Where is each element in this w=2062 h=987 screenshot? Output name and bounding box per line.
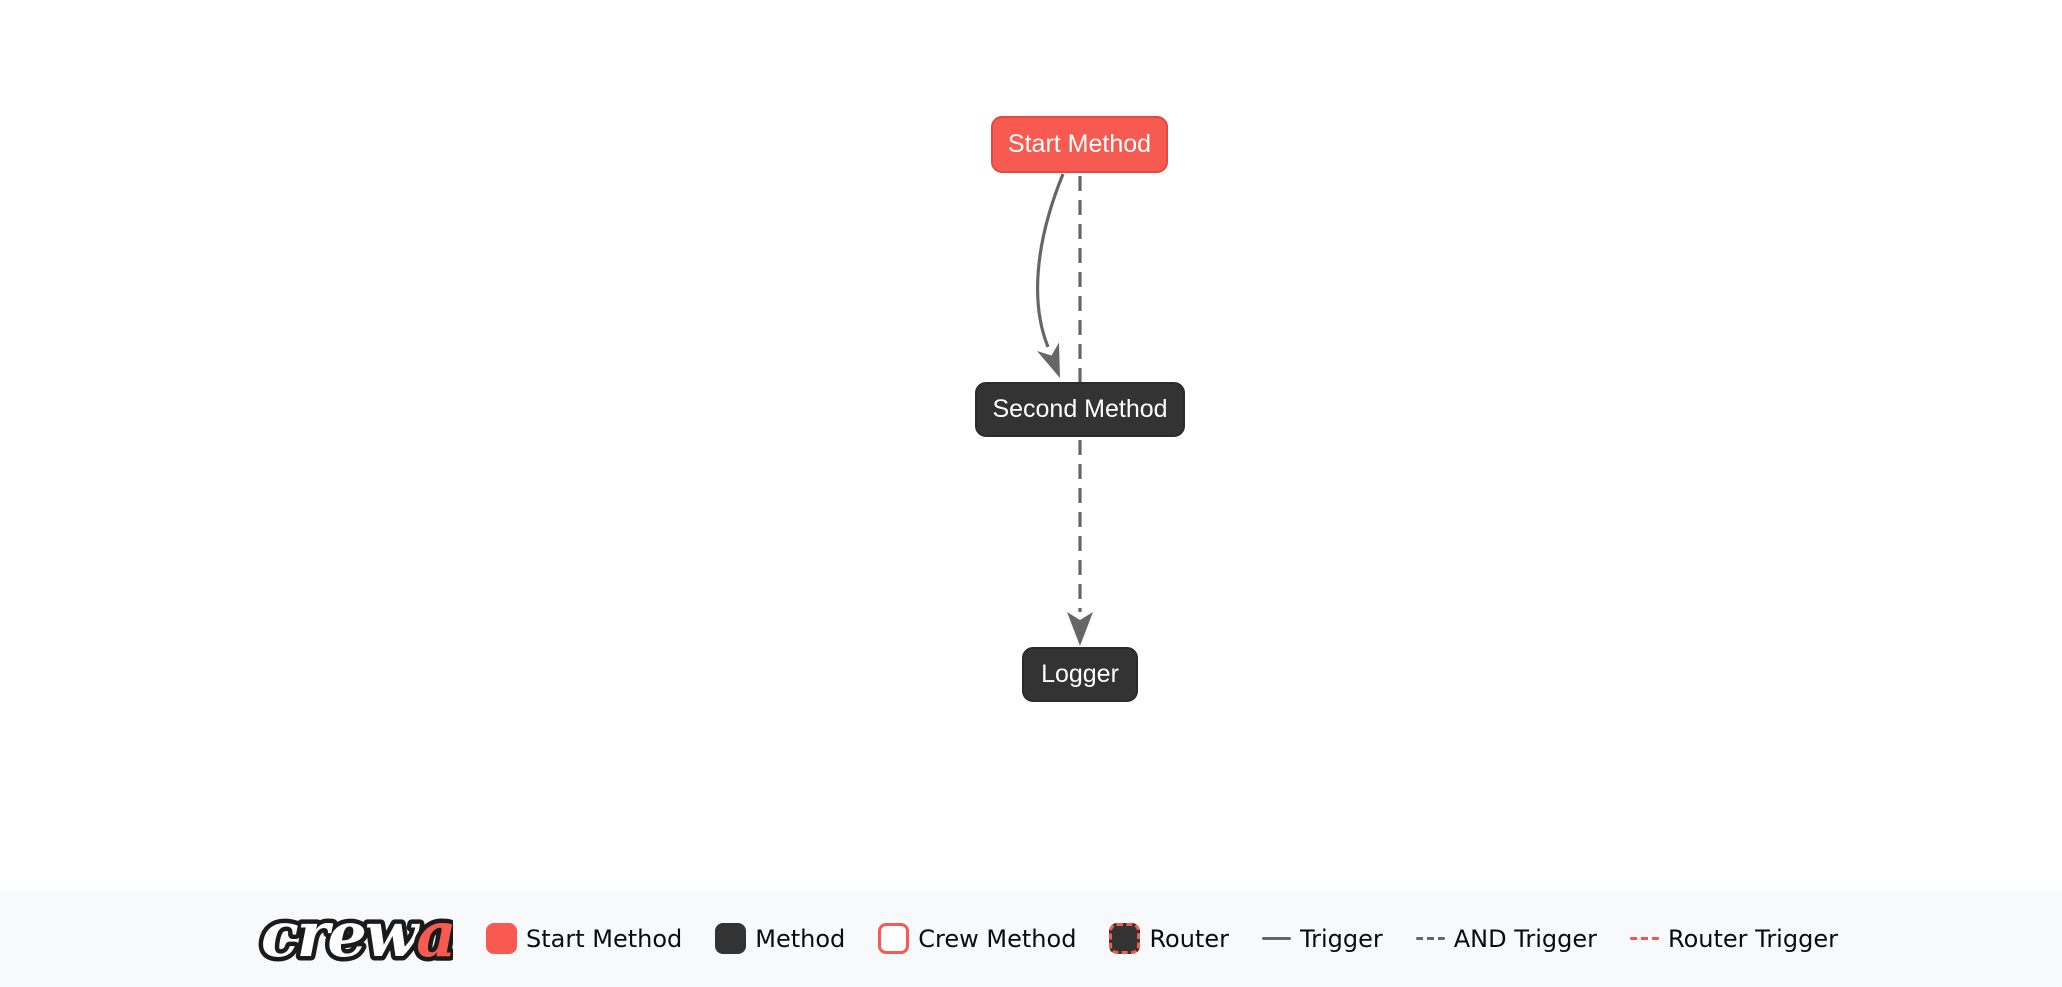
and-trigger-line-icon (1415, 937, 1445, 940)
crew-method-swatch-icon (878, 923, 910, 954)
legend-label-method: Method (755, 924, 846, 953)
flow-canvas[interactable]: Start Method Second Method Logger (0, 0, 2062, 890)
trigger-line-icon (1261, 937, 1291, 940)
crewai-logo-ai: ai (416, 900, 453, 971)
legend-label-trigger: Trigger (1299, 924, 1383, 953)
node-second-method-label: Second Method (992, 395, 1168, 423)
legend-label-start-method: Start Method (526, 924, 683, 953)
crewai-logo-svg: crewai (257, 893, 483, 975)
legend-bar: crewai Start Method Method Crew Method R… (0, 890, 2062, 987)
edge-trigger-start-to-second (1036, 173, 1065, 348)
crewai-logo: crewai (253, 893, 483, 978)
node-start-method[interactable]: Start Method (991, 116, 1168, 173)
node-second-method[interactable]: Second Method (975, 382, 1185, 437)
legend-label-and-trigger: AND Trigger (1453, 924, 1598, 953)
legend-label-router: Router (1149, 924, 1229, 953)
legend-label-crew-method: Crew Method (918, 924, 1077, 953)
legend-item-trigger: Trigger (1261, 924, 1383, 953)
svg-text:crewai: crewai (261, 900, 453, 971)
legend-item-and-trigger: AND Trigger (1415, 924, 1598, 953)
edge-and-trigger-arrowhead (1067, 612, 1093, 646)
crewai-logo-crew: crew (261, 900, 421, 971)
legend-item-start-method: Start Method (486, 923, 682, 954)
legend-item-method: Method (715, 923, 845, 954)
legend-item-router-trigger: Router Trigger (1630, 925, 1838, 953)
node-start-method-label: Start Method (1007, 130, 1152, 158)
node-logger[interactable]: Logger (1022, 647, 1138, 702)
method-swatch-icon (715, 923, 747, 954)
router-trigger-line-icon (1630, 937, 1660, 940)
router-swatch-icon (1109, 923, 1141, 954)
start-method-swatch-icon (486, 923, 517, 954)
legend-item-crew-method: Crew Method (878, 923, 1076, 954)
legend-label-router-trigger: Router Trigger (1668, 924, 1838, 953)
legend-item-router: Router (1109, 923, 1229, 954)
edge-trigger-arrowhead (1037, 342, 1060, 378)
node-logger-label: Logger (1041, 660, 1119, 688)
